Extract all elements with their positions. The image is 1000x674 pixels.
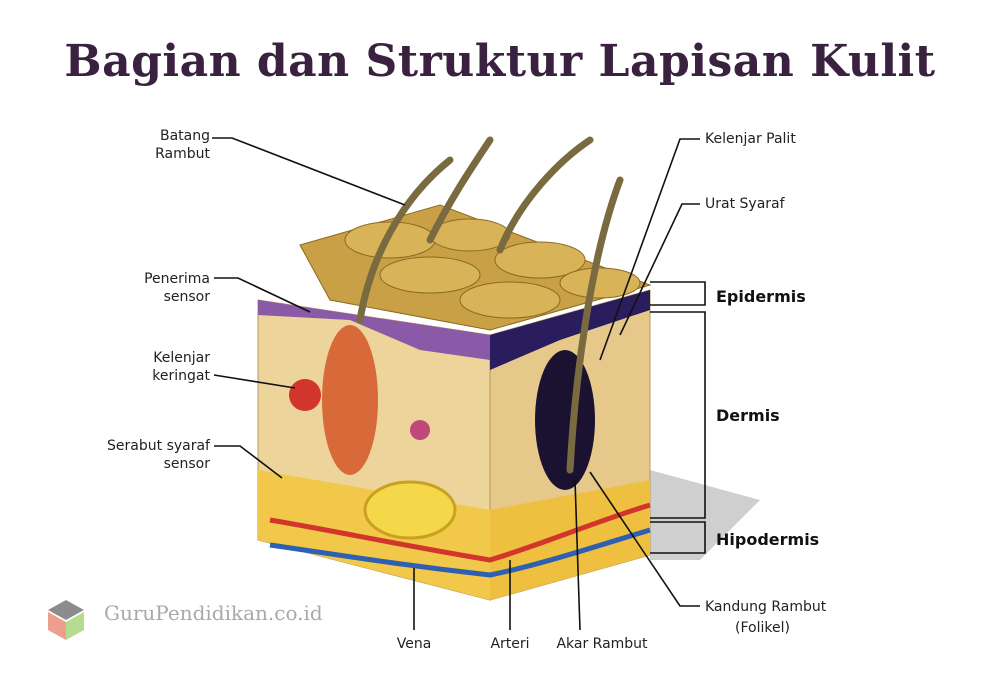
hypodermis-fat-right <box>490 480 650 600</box>
sweat-gland <box>289 379 321 411</box>
pacinian-corpuscle <box>363 480 457 540</box>
label-urat-syaraf: Urat Syaraf <box>705 196 786 212</box>
label-dermis: Dermis <box>716 406 780 425</box>
leader-line-kelenjar-palit <box>599 138 700 361</box>
label-kelenjar-palit: Kelenjar Palit <box>705 131 796 147</box>
bracket-hipodermis <box>650 521 706 554</box>
label-kandung-rambut-2: (Folikel) <box>735 620 790 636</box>
epidermis-right <box>490 290 650 370</box>
epidermis-front <box>258 300 490 360</box>
label-akar-rambut: Akar Rambut <box>556 636 648 652</box>
label-arteri: Arteri <box>490 636 529 652</box>
bracket-dermis <box>650 311 706 519</box>
leader-line-serabut-syaraf <box>214 445 283 479</box>
watermark-text: GuruPendidikan.co.id <box>104 601 323 625</box>
leader-line-penerima-sensor <box>214 277 311 313</box>
sweat-gland-2 <box>410 420 430 440</box>
artery <box>269 502 651 563</box>
hair-follicle-front <box>322 325 378 475</box>
label-hipodermis: Hipodermis <box>716 530 819 549</box>
leader-line-batang-rambut <box>212 137 406 206</box>
bracket-epidermis <box>650 281 706 306</box>
watermark-logo-icon <box>48 600 84 640</box>
page-title: Bagian dan Struktur Lapisan Kulit <box>64 36 936 87</box>
label-epidermis: Epidermis <box>716 287 806 306</box>
leader-line-kandung-rambut <box>589 471 700 607</box>
vein <box>269 527 651 578</box>
label-penerima-sensor-2: sensor <box>164 289 211 305</box>
label-kelenjar-keringat-1: Kelenjar <box>153 350 210 366</box>
label-batang-rambut-2: Rambut <box>155 146 210 162</box>
label-kelenjar-keringat-2: keringat <box>152 368 210 384</box>
label-batang-rambut-1: Batang <box>160 128 210 144</box>
skin-surface-cells <box>344 218 641 319</box>
leader-line-akar-rambut <box>574 479 581 631</box>
leader-line-urat-syaraf <box>619 203 700 336</box>
label-penerima-sensor-1: Penerima <box>144 271 210 287</box>
label-serabut-syaraf-1: Serabut syaraf <box>107 438 211 454</box>
label-kandung-rambut-1: Kandung Rambut <box>705 599 827 615</box>
leader-line-kelenjar-keringat <box>213 374 296 389</box>
label-vena: Vena <box>397 636 432 652</box>
hair-follicle-right <box>535 350 595 490</box>
hair-shafts <box>356 136 624 474</box>
label-serabut-syaraf-2: sensor <box>164 456 211 472</box>
